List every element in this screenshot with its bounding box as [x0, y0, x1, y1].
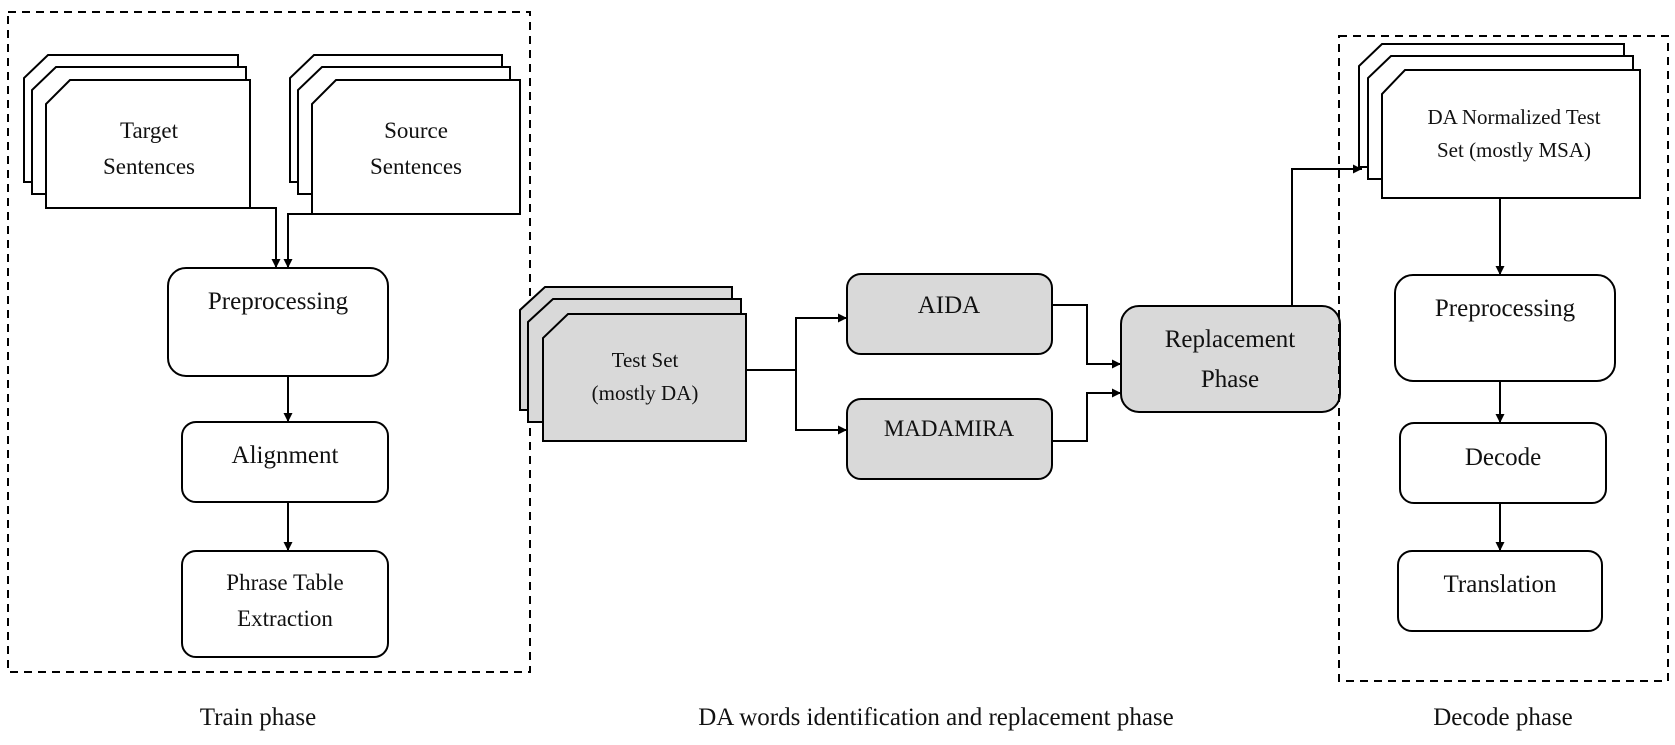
alignment-box — [181, 421, 389, 503]
decode-phase-caption: Decode phase — [1433, 704, 1573, 731]
source-sentences-stack: Source Sentences — [289, 54, 521, 215]
decode-preprocessing-box — [1394, 274, 1616, 382]
edge-testset-to-aida — [746, 313, 847, 371]
phrase-table-label-line2: Extraction — [237, 606, 333, 631]
target-sentences-label-line2: Sentences — [103, 154, 195, 179]
edge-target-to-preprocessing — [250, 207, 281, 268]
decode-preprocessing-label: Preprocessing — [1435, 295, 1576, 322]
replacement-phase-label-line1: Replacement — [1165, 326, 1296, 353]
normalized-test-set-stack: DA Normalized Test Set (mostly MSA) — [1358, 43, 1641, 199]
target-sentences-label-line1: Target — [120, 118, 179, 143]
replacement-phase-label-line2: Phase — [1201, 366, 1259, 393]
aida-box — [846, 273, 1053, 355]
edge-source-to-preprocessing — [283, 213, 312, 268]
train-phase-region — [7, 11, 531, 673]
replacement-phase-box — [1120, 305, 1341, 413]
train-preprocessing-box — [167, 267, 389, 377]
source-sentences-label-line2: Sentences — [370, 154, 462, 179]
edge-replacement-to-normalized — [1291, 164, 1362, 306]
decode-phase-region — [1338, 35, 1669, 682]
decode-box — [1399, 422, 1607, 504]
aida-label: AIDA — [918, 292, 981, 319]
edge-madamira-to-replacement — [1052, 388, 1121, 442]
normalized-test-set-label-line1: DA Normalized Test — [1427, 105, 1600, 129]
phrase-table-label-line1: Phrase Table — [226, 570, 343, 595]
test-set-label-line1: Test Set — [612, 348, 679, 372]
translation-box — [1397, 550, 1603, 632]
alignment-label: Alignment — [232, 442, 339, 469]
decode-label: Decode — [1465, 444, 1541, 471]
edge-aida-to-replacement — [1052, 304, 1121, 369]
madamira-box — [846, 398, 1053, 480]
phrase-table-box — [181, 550, 389, 658]
train-preprocessing-label: Preprocessing — [208, 288, 349, 315]
source-sentences-label-line1: Source — [384, 118, 448, 143]
edge-testset-to-madamira — [795, 370, 847, 435]
middle-phase-caption: DA words identification and replacement … — [698, 704, 1174, 731]
test-set-label-line2: (mostly DA) — [592, 381, 699, 405]
test-set-stack: Test Set (mostly DA) — [519, 286, 747, 442]
train-phase-caption: Train phase — [200, 704, 316, 731]
madamira-label: MADAMIRA — [884, 416, 1015, 441]
translation-label: Translation — [1444, 571, 1557, 598]
target-sentences-stack: Target Sentences — [23, 54, 251, 209]
normalized-test-set-label-line2: Set (mostly MSA) — [1437, 138, 1591, 162]
